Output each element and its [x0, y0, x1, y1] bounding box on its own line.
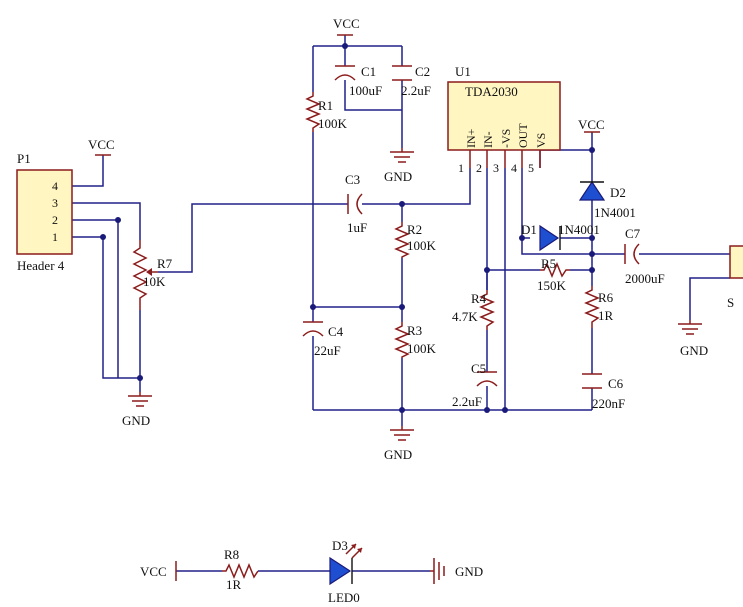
ic-ref: U1 — [455, 64, 471, 79]
vcc-symbol-header: VCC — [88, 137, 115, 156]
resistor-r8: R8 1R — [222, 547, 259, 592]
r5-ref: R5 — [541, 256, 556, 271]
c4-value: 22uF — [314, 343, 341, 358]
r6-ref: R6 — [598, 290, 614, 305]
gnd-label: GND — [384, 447, 412, 462]
c7-value: 2000uF — [625, 271, 665, 286]
led-d3: D3 LED0 — [328, 538, 363, 605]
resistor-r6: R6 1R — [584, 286, 614, 328]
r8-ref: R8 — [224, 547, 239, 562]
d1-value: 1N4001 — [558, 222, 600, 237]
r2-value: 100K — [407, 238, 437, 253]
capacitor-c1: C1 100uF — [334, 64, 382, 98]
r7-ref: R7 — [157, 256, 173, 271]
capacitor-c5: C5 2.2uF — [452, 361, 498, 409]
c1-ref: C1 — [361, 64, 376, 79]
ic-pin-number-4: 4 — [511, 161, 517, 175]
capacitor-c2: C2 2.2uF — [392, 64, 431, 98]
resistor-r3: R3 100K — [394, 322, 437, 358]
header-pin-3: 3 — [52, 196, 58, 210]
c6-value: 220nF — [592, 396, 625, 411]
c2-ref: C2 — [415, 64, 430, 79]
gnd-symbol-led: GND — [430, 558, 483, 584]
c7-ref: C7 — [625, 226, 641, 241]
r4-value: 4.7K — [452, 309, 478, 324]
resistor-r2: R2 100K — [394, 222, 437, 258]
r8-value: 1R — [226, 577, 242, 592]
r6-value: 1R — [598, 308, 614, 323]
r3-value: 100K — [407, 341, 437, 356]
d2-ref: D2 — [610, 185, 626, 200]
d3-ref: D3 — [332, 538, 348, 553]
d2-value: 1N4001 — [594, 205, 636, 220]
ic-part-name: TDA2030 — [465, 84, 518, 99]
r1-value: 100K — [318, 116, 348, 131]
ic-pin-label-neg-vs: -VS — [499, 129, 513, 148]
gnd-symbol-pot: GND — [122, 392, 152, 428]
ic-pin-number-3: 3 — [493, 161, 499, 175]
speaker-connector: S — [727, 245, 743, 310]
d3-value: LED0 — [328, 590, 360, 605]
header-pin-1: 1 — [52, 230, 58, 244]
header-pin-2: 2 — [52, 213, 58, 227]
c3-ref: C3 — [345, 172, 360, 187]
ic-pin-label-in-minus: IN- — [481, 131, 495, 148]
capacitor-c7: C7 2000uF — [624, 226, 665, 286]
capacitor-c3: C3 1uF — [345, 172, 367, 235]
wires — [72, 35, 730, 572]
ic-pin-number-5: 5 — [528, 161, 534, 175]
ic-pin-label-out: OUT — [516, 123, 530, 148]
vcc-label: VCC — [140, 564, 167, 579]
c2-value: 2.2uF — [401, 83, 431, 98]
potentiometer-r7: R7 10K — [132, 240, 173, 310]
r5-value: 150K — [537, 278, 567, 293]
vcc-symbol-ic: VCC — [578, 117, 605, 133]
r3-ref: R3 — [407, 323, 422, 338]
header-pin-4: 4 — [52, 179, 58, 193]
gnd-label: GND — [455, 564, 483, 579]
ic-u1: U1 TDA2030 IN+ IN- -VS OUT VS 1 2 3 4 5 — [447, 64, 561, 175]
c6-ref: C6 — [608, 376, 624, 391]
r4-ref: R4 — [471, 291, 487, 306]
vcc-symbol-led: VCC — [140, 561, 177, 581]
vcc-label: VCC — [578, 117, 605, 132]
vcc-label: VCC — [333, 16, 360, 31]
r1-ref: R1 — [318, 98, 333, 113]
ic-pin-label-in-plus: IN+ — [464, 128, 478, 148]
gnd-label: GND — [680, 343, 708, 358]
header-p1: P1 Header 4 4 3 2 1 — [16, 151, 73, 273]
vcc-label: VCC — [88, 137, 115, 152]
c3-value: 1uF — [347, 220, 367, 235]
r2-ref: R2 — [407, 222, 422, 237]
capacitor-c6: C6 220nF — [582, 373, 625, 411]
diode-d1: D1 1N4001 — [521, 222, 600, 252]
junctions — [100, 43, 595, 413]
vcc-symbol-top: VCC — [333, 16, 360, 36]
header-name: Header 4 — [17, 258, 65, 273]
c5-ref: C5 — [471, 361, 486, 376]
ic-pin-number-2: 2 — [476, 161, 482, 175]
gnd-label: GND — [384, 169, 412, 184]
gnd-label: GND — [122, 413, 150, 428]
capacitor-c4: C4 22uF — [302, 321, 344, 358]
ic-pin-label-vs: VS — [534, 133, 548, 148]
header-ref: P1 — [17, 151, 31, 166]
gnd-symbol-speaker: GND — [678, 320, 708, 358]
c5-value: 2.2uF — [452, 394, 482, 409]
c1-value: 100uF — [349, 83, 382, 98]
ic-body — [447, 81, 561, 151]
header-body — [16, 169, 73, 255]
speaker-ref: S — [727, 295, 734, 310]
gnd-symbol-bottom: GND — [384, 426, 414, 462]
c4-ref: C4 — [328, 324, 344, 339]
r7-value: 10K — [143, 274, 166, 289]
resistor-r5: R5 150K — [537, 256, 570, 293]
gnd-symbol-c2: GND — [384, 148, 414, 184]
resistor-r1: R1 100K — [305, 92, 348, 132]
diode-d2: D2 1N4001 — [578, 180, 636, 220]
resistor-r4: R4 4.7K — [452, 290, 495, 330]
d1-ref: D1 — [521, 222, 537, 237]
ic-pin-number-1: 1 — [458, 161, 464, 175]
